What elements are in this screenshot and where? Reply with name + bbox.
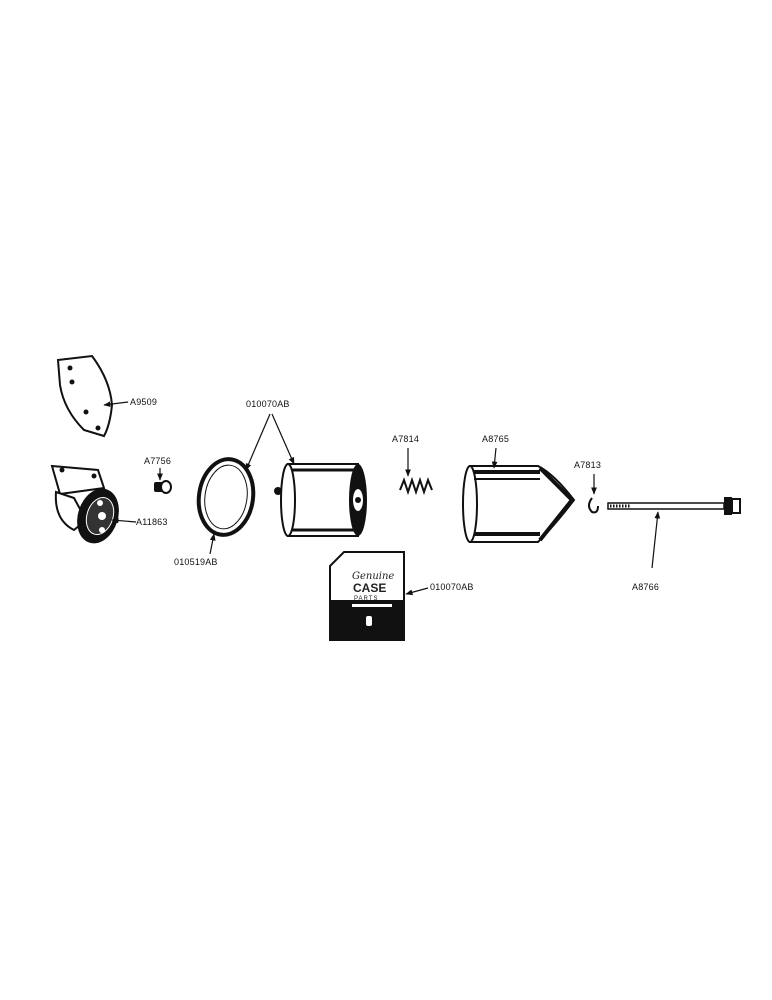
leader-bolt: [651, 511, 661, 569]
leader-element-right: [271, 413, 295, 465]
spring-part: [399, 476, 433, 496]
leader-bracket-plate: [103, 401, 129, 408]
bolt-part: [607, 497, 741, 515]
shell-part: [462, 465, 576, 543]
clip-part: [588, 497, 599, 514]
gasket-part: [196, 457, 256, 537]
leader-shell: [491, 447, 498, 469]
carton-print-line2: CASE: [353, 581, 386, 595]
filter-element-part: [274, 463, 367, 537]
bracket-plate-part: [56, 354, 114, 438]
label-spring: A7814: [392, 434, 419, 444]
label-filter-base: A11863: [136, 517, 168, 527]
label-plug: A7756: [144, 456, 171, 466]
leader-gasket: [209, 533, 216, 555]
leader-element-left: [245, 413, 271, 471]
filter-base-part: [50, 464, 119, 544]
label-bolt: A8766: [632, 582, 659, 592]
label-carton: 010070AB: [430, 582, 474, 592]
leader-filter-base: [111, 517, 137, 524]
plug-part: [154, 480, 172, 494]
carton-part: Genuine CASE PARTS: [329, 551, 405, 641]
label-filter-element: 010070AB: [246, 399, 290, 409]
label-shell: A8765: [482, 434, 509, 444]
carton-print-line3: PARTS: [354, 596, 378, 602]
leader-carton: [405, 587, 429, 596]
label-gasket: 010519AB: [174, 557, 218, 567]
label-bracket-plate: A9509: [130, 397, 157, 407]
label-clip: A7813: [574, 460, 601, 470]
carton-print-line1: Genuine: [352, 571, 394, 582]
